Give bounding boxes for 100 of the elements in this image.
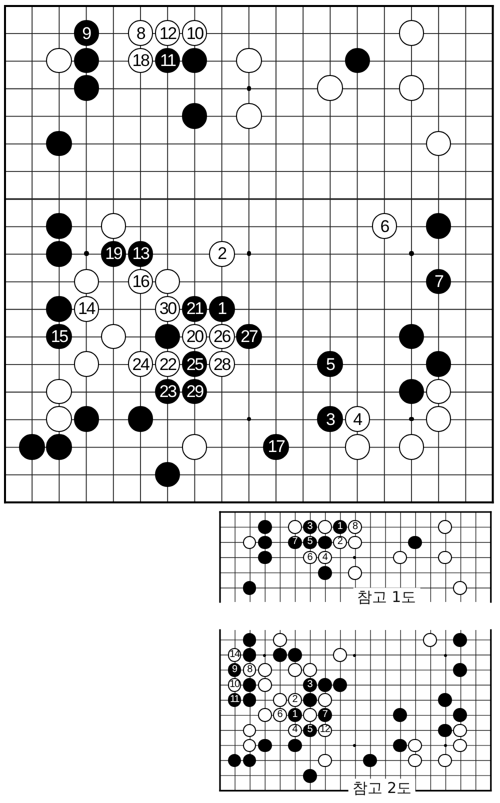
- go-stone: [348, 536, 362, 550]
- go-stone: 19: [100, 240, 126, 266]
- go-stone: [154, 324, 180, 350]
- go-stone: [363, 754, 377, 768]
- go-stone: [438, 520, 452, 534]
- go-stone: [242, 754, 256, 768]
- go-stone: [288, 738, 302, 752]
- go-stone: [426, 406, 452, 432]
- go-stone: [318, 693, 332, 708]
- go-stone: [228, 754, 242, 768]
- go-stone: [46, 130, 72, 156]
- go-stone: 23: [154, 378, 180, 404]
- go-stone: [333, 678, 347, 692]
- go-stone: [318, 566, 332, 580]
- go-stone: [46, 296, 72, 322]
- go-stone: [74, 268, 100, 294]
- go-stone: [438, 693, 452, 708]
- go-stone: [398, 324, 424, 350]
- go-stone: [182, 103, 208, 129]
- go-stone: [318, 754, 332, 768]
- go-stone: [242, 693, 256, 708]
- go-stone: 6: [372, 213, 398, 239]
- go-stone: [453, 581, 468, 595]
- go-stone: 6: [272, 708, 287, 722]
- go-stone: [453, 633, 468, 647]
- go-stone: 5: [317, 351, 343, 377]
- go-stone: [344, 48, 370, 74]
- go-stone: [398, 434, 424, 460]
- go-stone: [393, 550, 407, 564]
- go-stone: [100, 213, 126, 239]
- go-stone: [438, 754, 452, 768]
- go-stone: [242, 536, 256, 550]
- go-board: [3, 4, 495, 504]
- go-stone: [272, 693, 287, 708]
- go-stone: [46, 406, 72, 432]
- go-stone: 21: [182, 296, 208, 322]
- go-stone: [46, 213, 72, 239]
- go-stone: [46, 240, 72, 266]
- go-stone: [453, 708, 468, 722]
- go-stone: [242, 633, 256, 647]
- go-stone: [393, 738, 407, 752]
- go-stone: [302, 663, 317, 678]
- go-stone: [128, 406, 154, 432]
- go-stone: 29: [182, 378, 208, 404]
- go-stone: 7: [426, 268, 452, 294]
- go-stone: [318, 536, 332, 550]
- go-stone: 3: [302, 678, 317, 692]
- go-stone: [453, 663, 468, 678]
- go-stone: [74, 406, 100, 432]
- go-stone: [426, 351, 452, 377]
- go-stone: [242, 581, 256, 595]
- go-stone: 12: [318, 724, 332, 738]
- go-stone: [426, 130, 452, 156]
- go-stone: 14: [74, 296, 100, 322]
- go-stone: 11: [228, 693, 242, 708]
- go-stone: [438, 550, 452, 564]
- go-stone: [242, 678, 256, 692]
- go-stone: 8: [242, 663, 256, 678]
- go-stone: 22: [154, 351, 180, 377]
- go-stone: [302, 693, 317, 708]
- go-stone: 17: [263, 434, 289, 460]
- go-stone: [453, 738, 468, 752]
- go-stone: 25: [182, 351, 208, 377]
- go-stone: 2: [209, 240, 235, 266]
- go-stone: 18: [128, 48, 154, 74]
- go-stone: 8: [348, 520, 362, 534]
- go-stone: 6: [302, 550, 317, 564]
- go-stone: 11: [154, 48, 180, 74]
- go-stone: 15: [46, 324, 72, 350]
- go-stone: 7: [318, 708, 332, 722]
- go-stone: [19, 434, 45, 460]
- go-stone: [393, 708, 407, 722]
- go-board: [218, 510, 492, 604]
- go-stone: [242, 724, 256, 738]
- go-stone: [242, 648, 256, 662]
- go-stone: [236, 48, 262, 74]
- go-stone: 5: [302, 536, 317, 550]
- go-stone: 1: [333, 520, 347, 534]
- go-stone: [426, 213, 452, 239]
- go-stone: 14: [228, 648, 242, 662]
- go-stone: 24: [128, 351, 154, 377]
- go-stone: 4: [288, 724, 302, 738]
- go-stone: [242, 738, 256, 752]
- go-stone: [344, 434, 370, 460]
- go-stone: 9: [74, 20, 100, 46]
- go-stone: [423, 633, 438, 647]
- go-stone: 3: [302, 520, 317, 534]
- diagram-caption: 참고 1도: [352, 588, 420, 606]
- go-stone: 10: [182, 20, 208, 46]
- go-stone: 20: [182, 324, 208, 350]
- go-stone: [100, 324, 126, 350]
- go-stone: [318, 520, 332, 534]
- go-stone: [258, 738, 272, 752]
- go-stone: [258, 550, 272, 564]
- go-stone: [453, 724, 468, 738]
- go-stone: 4: [344, 406, 370, 432]
- go-stone: 3: [317, 406, 343, 432]
- go-stone: 13: [128, 240, 154, 266]
- go-stone: [408, 536, 422, 550]
- go-stone: 8: [128, 20, 154, 46]
